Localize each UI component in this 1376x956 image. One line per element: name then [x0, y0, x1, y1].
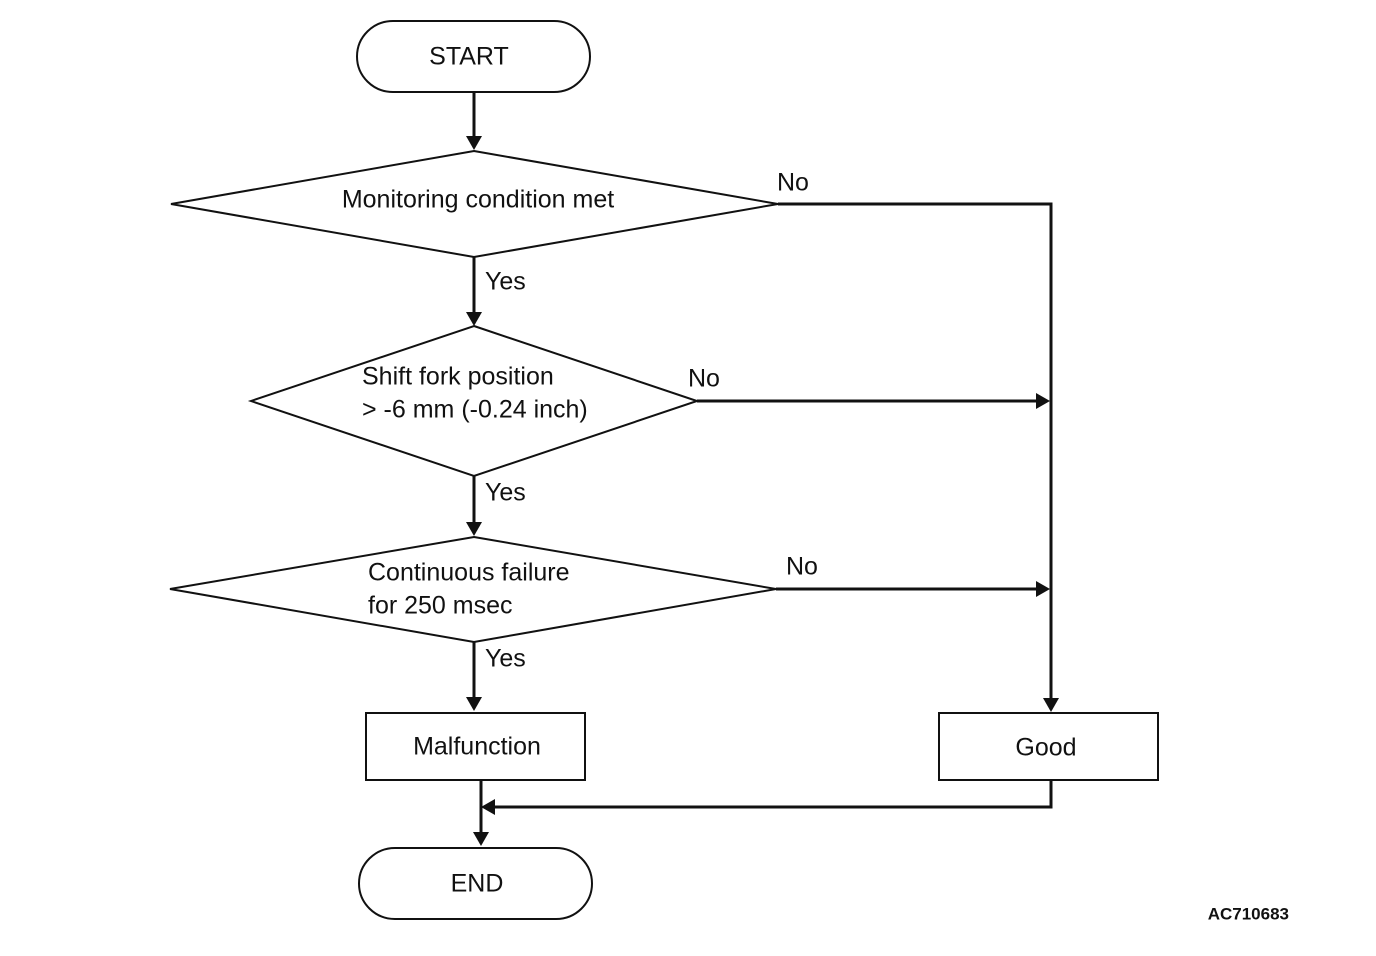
branch-label-monitoring-no: No [777, 169, 809, 197]
decision-continuous-line1: Continuous failure [368, 559, 570, 587]
result-malfunction-label: Malfunction [413, 733, 541, 761]
arrowhead-end [473, 832, 489, 846]
figure-code: AC710683 [1208, 904, 1289, 923]
end-terminator [358, 847, 593, 920]
arrowhead-malfunction [466, 697, 482, 711]
arrowhead-good-return [481, 799, 495, 815]
branch-label-continuous-no: No [786, 553, 818, 581]
arrowhead-shift-fork [466, 312, 482, 326]
result-malfunction-box [365, 712, 586, 781]
arrowhead-continuous-no [1036, 581, 1050, 597]
branch-label-monitoring-yes: Yes [485, 268, 526, 296]
decision-shift-fork-position [247, 324, 701, 478]
decision-continuous-line2: for 250 msec [368, 592, 513, 620]
decision-continuous-failure [169, 535, 777, 644]
branch-label-shift-fork-yes: Yes [485, 479, 526, 507]
arrowhead-shift-fork-no [1036, 393, 1050, 409]
start-label: START [429, 43, 509, 71]
decision-monitoring-condition [170, 149, 779, 259]
branch-label-continuous-yes: Yes [485, 645, 526, 673]
result-good-label: Good [1015, 734, 1076, 762]
arrowhead-monitoring [466, 136, 482, 150]
branch-label-shift-fork-no: No [688, 365, 720, 393]
connector-monitoring-no [778, 202, 1053, 698]
start-terminator [356, 20, 591, 93]
end-label: END [451, 870, 504, 898]
connector-good-return [495, 781, 1053, 809]
decision-monitoring-condition-label: Monitoring condition met [342, 186, 614, 214]
arrowhead-good [1043, 698, 1059, 712]
decision-shift-fork-line2: > -6 mm (-0.24 inch) [362, 396, 588, 424]
result-good-box [938, 712, 1159, 781]
decision-shift-fork-line1: Shift fork position [362, 363, 554, 391]
arrowhead-continuous [466, 522, 482, 536]
